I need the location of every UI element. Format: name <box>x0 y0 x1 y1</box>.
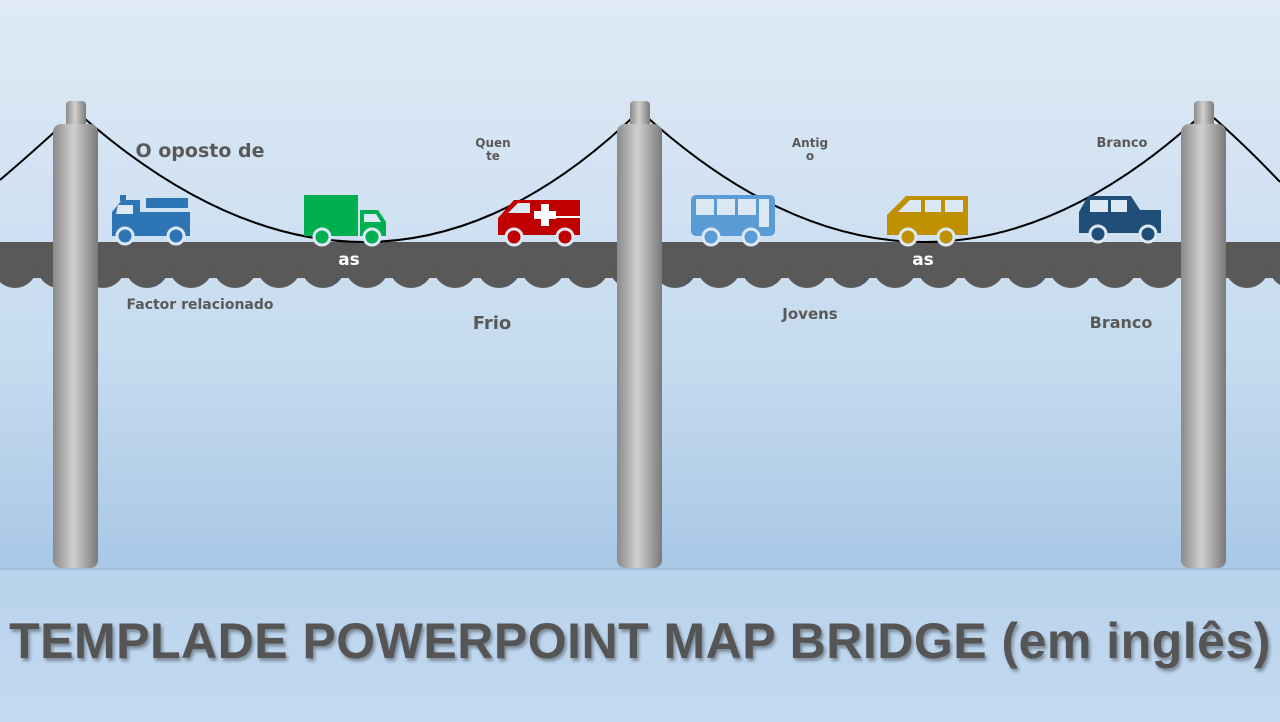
deck-scallop <box>1005 244 1049 288</box>
deck-scallop <box>257 244 301 288</box>
deck-scallop <box>565 244 609 288</box>
deck-scallop <box>125 244 169 288</box>
pillars <box>53 101 1226 568</box>
label-bottom-4: Branco <box>1089 313 1153 332</box>
deck-scallop <box>1093 244 1137 288</box>
deck-scallop <box>653 244 697 288</box>
deck-scallop <box>477 244 521 288</box>
deck-scallop <box>741 244 785 288</box>
label-bottom-3: Jovens <box>782 305 838 323</box>
ground <box>0 568 1280 722</box>
deck-scallop <box>1049 244 1093 288</box>
label-top-4: Branco <box>1096 136 1148 151</box>
bus-icon <box>691 195 775 247</box>
fire-truck-icon <box>112 195 190 246</box>
ambulance-icon <box>498 200 580 247</box>
deck-scallop <box>1269 246 1280 286</box>
van-icon <box>887 196 968 247</box>
deck-scallop <box>0 244 37 288</box>
label-top-1: O oposto de <box>135 140 265 162</box>
deck-scallop <box>961 244 1005 288</box>
deck-scallop <box>917 244 961 288</box>
deck-scallop <box>389 244 433 288</box>
deck-label-2: as <box>912 250 934 270</box>
deck-label-1: as <box>338 250 360 270</box>
deck-scallop <box>697 244 741 288</box>
deck-scallop <box>169 244 213 288</box>
label-bottom-1: Factor relacionado <box>126 297 274 313</box>
deck-scallop <box>213 244 257 288</box>
deck-scallop <box>433 244 477 288</box>
deck-scallop <box>785 244 829 288</box>
deck-scallop <box>345 244 389 288</box>
deck-scallop <box>1137 244 1181 288</box>
deck-scallop <box>873 244 917 288</box>
deck-scallop <box>1225 244 1269 288</box>
label-bottom-2: Frio <box>472 313 512 334</box>
deck-scallop <box>301 244 345 288</box>
deck-scallop <box>521 244 565 288</box>
deck-scallop <box>829 244 873 288</box>
suv-icon <box>1079 196 1161 244</box>
delivery-truck-icon <box>304 195 386 247</box>
label-top-3: Antig o <box>791 136 829 164</box>
label-top-2: Quen te <box>475 136 511 164</box>
slide-title: TEMPLADE POWERPOINT MAP BRIDGE (em inglê… <box>9 613 1271 669</box>
